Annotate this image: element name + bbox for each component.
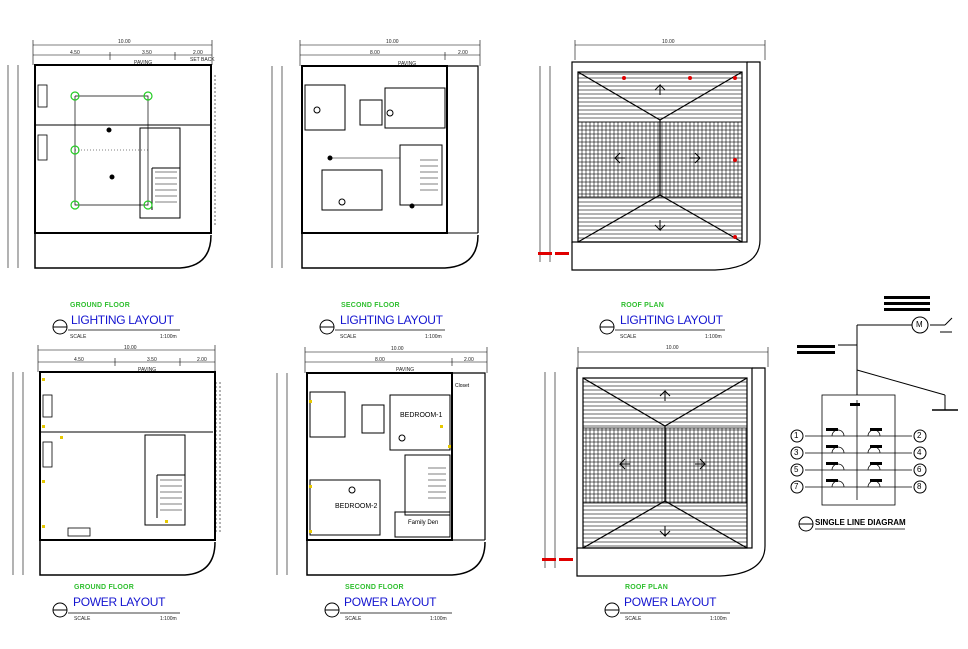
circuit-3: 3 — [794, 448, 799, 457]
motor-label: M — [916, 320, 923, 329]
caption-second-lighting-scale-label: SCALE — [340, 334, 357, 340]
caption-ground-lighting-floor: GROUND FLOOR — [70, 302, 130, 309]
ground-floor-power-plan — [12, 345, 221, 576]
caption-roof-lighting-scale: 1:100m — [705, 334, 722, 340]
second-floor-lighting-plan — [271, 40, 481, 269]
caption-roof-power-title: POWER LAYOUT — [624, 595, 717, 609]
street-label: PAVING — [134, 60, 153, 66]
caption-ground-power-scale: 1:100m — [160, 616, 177, 622]
circuit-2: 2 — [917, 431, 922, 440]
circuit-8: 8 — [917, 482, 922, 491]
circuit-1: 1 — [794, 431, 799, 440]
caption-ground-lighting-scale-label: SCALE — [70, 334, 87, 340]
room-bedroom-2: BEDROOM-2 — [335, 503, 378, 510]
caption-ground-lighting-title: LIGHTING LAYOUT — [71, 313, 174, 327]
caption-roof-power-floor: ROOF PLAN — [625, 584, 669, 591]
caption-ground-power-floor: GROUND FLOOR — [74, 584, 134, 591]
circuit-7: 7 — [794, 482, 799, 491]
setback-label: SET BACK — [190, 57, 215, 63]
circuit-5: 5 — [794, 465, 799, 474]
caption-second-lighting-scale: 1:100m — [425, 334, 442, 340]
room-bedroom-1: BEDROOM-1 — [400, 412, 443, 419]
room-closet: Closet — [455, 383, 470, 389]
dim-seg-3: 2.00 — [193, 50, 203, 56]
caption-symbols — [52, 319, 730, 618]
dim-overall-ground-lighting: 10.00 — [118, 39, 131, 45]
street-label-3: PAVING — [138, 367, 157, 373]
caption-roof-lighting-title: LIGHTING LAYOUT — [620, 313, 723, 327]
dim-second-seg-2: 2.00 — [458, 50, 468, 56]
dim-seg-2: 3.50 — [142, 50, 152, 56]
circuit-4: 4 — [917, 448, 922, 457]
caption-second-power-scale: 1:100m — [430, 616, 447, 622]
dim-overall-roof-lighting: 10.00 — [662, 39, 675, 45]
roof-power-plan — [542, 347, 769, 577]
caption-roof-power-scale: 1:100m — [710, 616, 727, 622]
dim-overall-second-power: 10.00 — [391, 346, 404, 352]
caption-ground-lighting-scale: 1:100m — [160, 334, 177, 340]
caption-second-lighting-floor: SECOND FLOOR — [341, 302, 400, 309]
caption-roof-power-scale-label: SCALE — [625, 616, 642, 622]
dim-second-power-seg-2: 2.00 — [464, 357, 474, 363]
street-label-4: PAVING — [396, 367, 415, 373]
room-family-den: Family Den — [408, 520, 439, 526]
dim-second-seg-1: 8.00 — [370, 50, 380, 56]
caption-second-lighting-title: LIGHTING LAYOUT — [340, 313, 443, 327]
caption-second-power-floor: SECOND FLOOR — [345, 584, 404, 591]
caption-roof-lighting-scale-label: SCALE — [620, 334, 637, 340]
dim-second-power-seg-1: 8.00 — [375, 357, 385, 363]
caption-second-power-title: POWER LAYOUT — [344, 595, 437, 609]
ground-floor-lighting-plan — [7, 40, 216, 269]
caption-ground-power-scale-label: SCALE — [74, 616, 91, 622]
street-label-2: PAVING — [398, 61, 417, 67]
single-line-diagram — [790, 296, 958, 532]
dim-seg-1: 4.50 — [70, 50, 80, 56]
caption-second-power-scale-label: SCALE — [345, 616, 362, 622]
dim-overall-second-lighting: 10.00 — [386, 39, 399, 45]
dim-power-seg-3: 2.00 — [197, 357, 207, 363]
caption-roof-lighting-floor: ROOF PLAN — [621, 302, 665, 309]
roof-lighting-plan — [538, 40, 766, 271]
dim-overall-ground-power: 10.00 — [124, 345, 137, 351]
caption-ground-power-title: POWER LAYOUT — [73, 595, 166, 609]
dim-power-seg-1: 4.50 — [74, 357, 84, 363]
dim-power-seg-2: 3.50 — [147, 357, 157, 363]
circuit-6: 6 — [917, 465, 922, 474]
dim-overall-roof-power: 10.00 — [666, 345, 679, 351]
caption-single-line-title: SINGLE LINE DIAGRAM — [815, 518, 906, 527]
second-floor-power-plan — [276, 347, 488, 576]
